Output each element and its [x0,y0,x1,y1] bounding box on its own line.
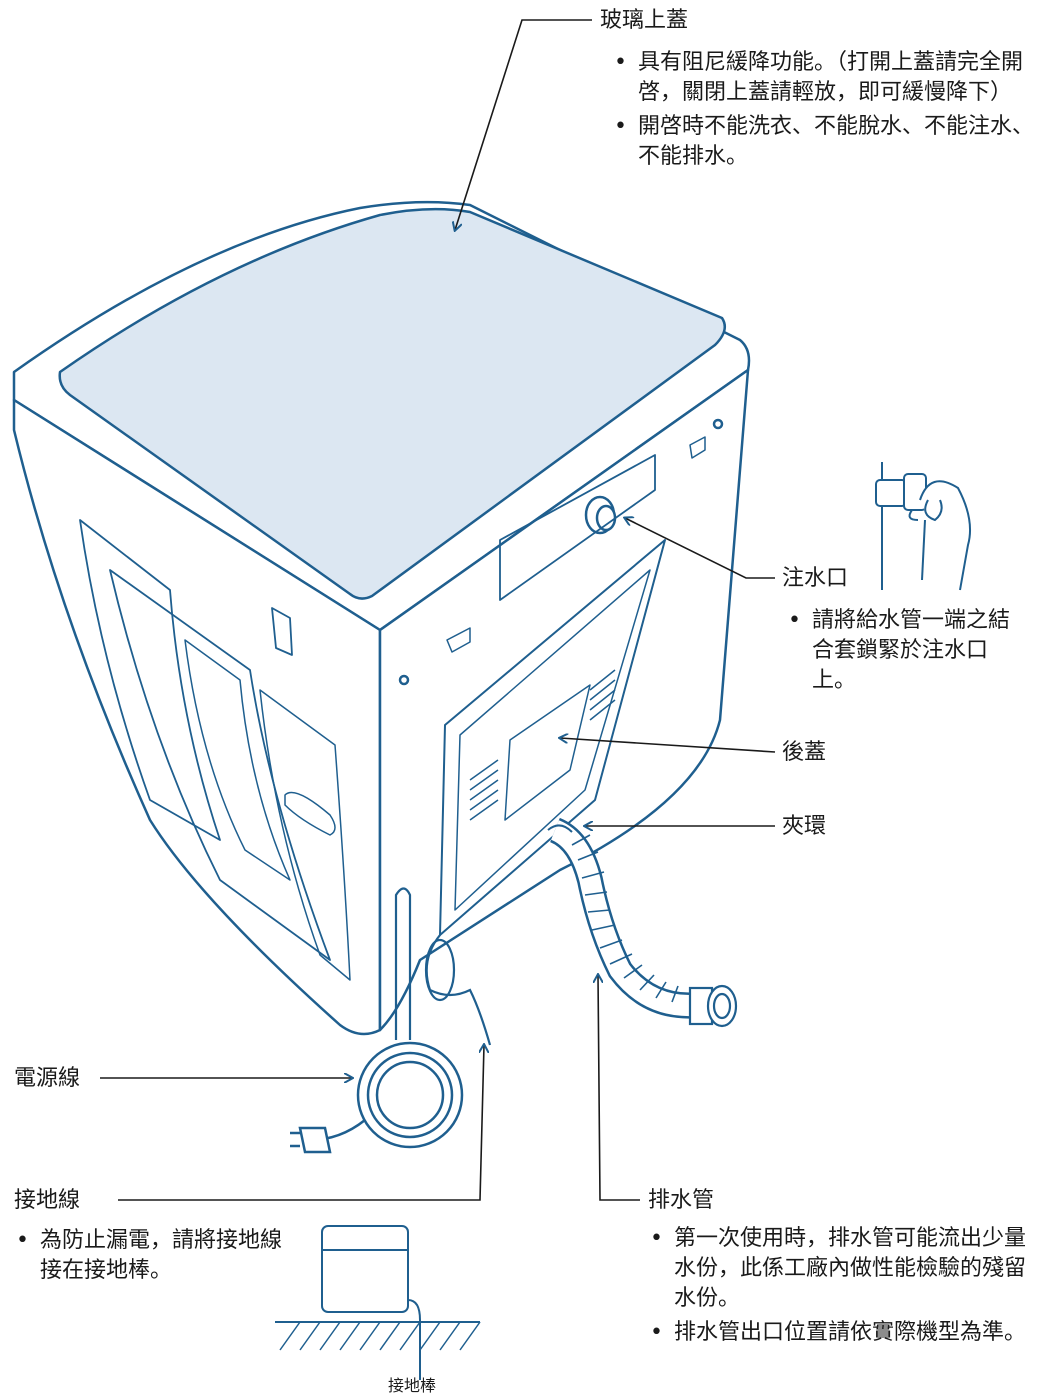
ground-rod-label: 接地棒 [388,1376,437,1395]
glass-lid [58,207,727,600]
glass-lid-title: 玻璃上蓋 [600,8,689,33]
leader-lines [100,19,776,1201]
power-cord-coil [290,1041,464,1154]
list-item: 具有阻尼緩降功能。（打開上蓋請完全開啓，關閉上蓋請輕放，即可緩慢降下） [612,48,1037,108]
list-item: 請將給水管一端之結合套鎖緊於注水口上。 [786,606,1031,696]
list-item: 為防止漏電，請將接地線接在接地棒。 [14,1226,289,1286]
list-item: 第一次使用時，排水管可能流出少量水份，此係工廠內做性能檢驗的殘留水份。 [648,1224,1028,1314]
water-inlet-title: 注水口 [782,566,849,591]
drain-hose [547,817,738,1028]
clamp-title: 夾環 [782,814,827,839]
ground-rod-inset [275,1225,481,1380]
ground-wire-notes: 為防止漏電，請將接地線接在接地棒。 [14,1226,289,1290]
glass-lid-notes: 具有阻尼緩降功能。（打開上蓋請完全開啓，關閉上蓋請輕放，即可緩慢降下） 開啓時不… [612,48,1037,176]
inlet-hand-inset [875,462,971,591]
drain-hose-notes: 第一次使用時，排水管可能流出少量水份，此係工廠內做性能檢驗的殘留水份。 排水管出… [648,1224,1028,1352]
washing-machine-body [12,200,751,1036]
back-cover [439,539,666,936]
ground-wire-title: 接地線 [14,1188,81,1213]
drain-hose-title: 排水管 [648,1188,715,1213]
power-cord-title: 電源線 [14,1066,81,1091]
list-item: 排水管出口位置請依實際機型為準。 [648,1318,1028,1348]
list-item: 開啓時不能洗衣、不能脫水、不能注水、不能排水。 [612,112,1037,172]
back-cover-title: 後蓋 [782,740,827,765]
water-inlet-notes: 請將給水管一端之結合套鎖緊於注水口上。 [786,606,1031,700]
ground-wire [394,887,492,1046]
